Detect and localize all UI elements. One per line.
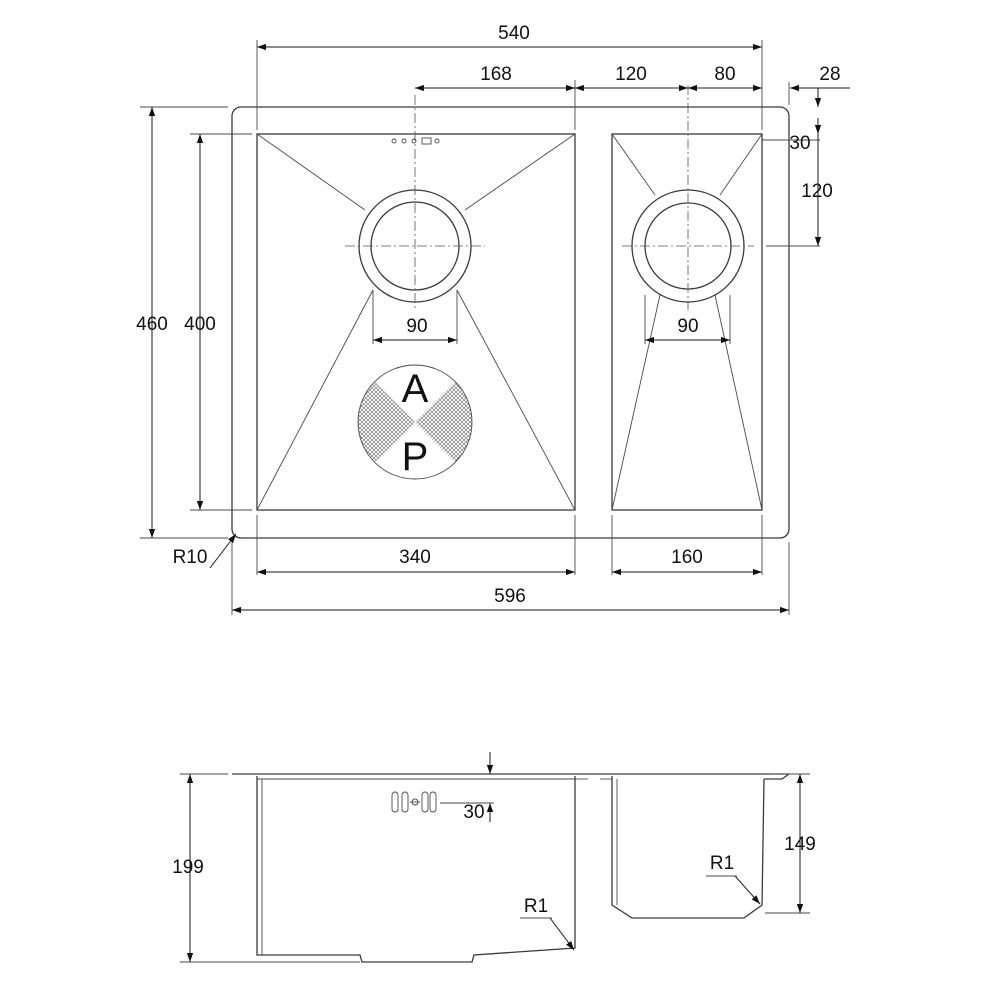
dim-left-waste-offset: 168	[480, 64, 512, 85]
dim-overall-depth: 460	[136, 314, 168, 335]
left-bowl	[256, 95, 576, 511]
section-view: 199 149 30 R1 R1	[172, 752, 816, 963]
dim-right-waste-diameter: 90	[677, 316, 698, 337]
sink-outer-outline	[231, 106, 790, 539]
dim-waste-spacing: 120	[615, 64, 647, 85]
overflow-slots	[391, 137, 440, 145]
brand-logo: A P	[357, 364, 473, 480]
right-bowl	[611, 85, 763, 511]
dim-right-bowl-width: 160	[671, 547, 703, 568]
dim-top-flange: 30	[789, 133, 810, 154]
dim-right-waste-offset: 80	[714, 64, 735, 85]
logo-letter-top: A	[402, 367, 429, 411]
dim-bowl-depth: 400	[184, 314, 216, 335]
dim-right-bowl-height: 149	[784, 834, 816, 855]
dim-left-bowl-height: 199	[172, 857, 204, 878]
plan-view: A P 540	[136, 23, 850, 615]
dim-left-corner-radius: R1	[524, 896, 548, 917]
dim-left-waste-diameter: 90	[406, 316, 427, 337]
extension-lines	[140, 40, 820, 615]
right-bowl-profile	[611, 776, 765, 919]
dim-left-bowl-width: 340	[399, 547, 431, 568]
overflow-symbol	[391, 791, 437, 813]
dim-right-flange: 28	[819, 64, 840, 85]
dim-top-width: 540	[498, 23, 530, 44]
logo-letter-bottom: P	[402, 435, 429, 479]
dim-overall-width: 596	[494, 586, 526, 607]
dim-right-corner-radius: R1	[710, 853, 734, 874]
left-bowl-profile	[256, 776, 576, 963]
dim-corner-radius: R10	[173, 547, 208, 568]
dim-overflow-offset: 30	[463, 802, 484, 823]
dim-waste-depth: 120	[801, 181, 833, 202]
